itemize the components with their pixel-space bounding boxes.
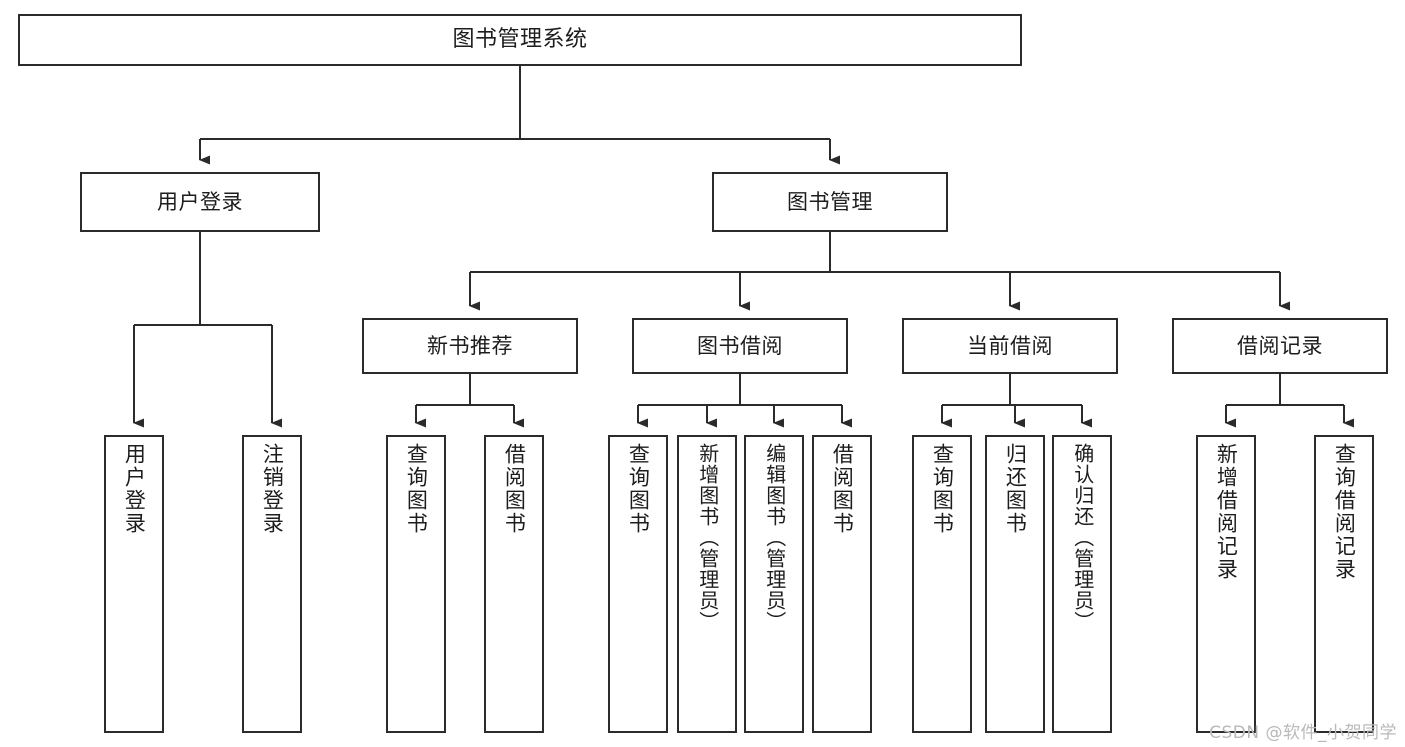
node-label: 借阅图书 [502, 443, 527, 535]
edge-userlogin-to-leaves [133, 232, 282, 428]
edge-root-to-level2 [199, 66, 840, 165]
edge-bookborrow-to-leaves [637, 374, 852, 428]
node-label: 当前借阅 [967, 333, 1053, 358]
node-label: 新增借阅记录 [1214, 443, 1239, 581]
csdn-watermark: CSDN @软件_小贺同学 [1209, 723, 1397, 743]
node-leaf-user-login[interactable]: 用户登录 [104, 435, 164, 733]
node-leaf-return-book[interactable]: 归还图书 [985, 435, 1045, 733]
node-label: 用户登录 [122, 443, 147, 535]
node-label: 图书借阅 [697, 333, 783, 358]
node-leaf-add-record[interactable]: 新增借阅记录 [1196, 435, 1256, 733]
node-borrow-record[interactable]: 借阅记录 [1172, 318, 1388, 374]
node-label: 借阅图书 [830, 443, 855, 535]
node-label: 图书管理系统 [452, 27, 588, 53]
node-book-borrow[interactable]: 图书借阅 [632, 318, 848, 374]
node-book-manage[interactable]: 图书管理 [712, 172, 948, 232]
node-label: 查询图书 [930, 443, 955, 535]
node-label: 归还图书 [1003, 443, 1028, 535]
node-leaf-confirm-return[interactable]: 确认归还（管理员） [1052, 435, 1112, 733]
node-leaf-user-logout[interactable]: 注销登录 [242, 435, 302, 733]
node-leaf-edit-book[interactable]: 编辑图书（管理员） [744, 435, 804, 733]
node-root[interactable]: 图书管理系统 [18, 14, 1022, 66]
edge-bookmanage-to-level3 [469, 232, 1290, 311]
node-new-book-rec[interactable]: 新书推荐 [362, 318, 578, 374]
node-label: 查询图书 [404, 443, 429, 535]
node-leaf-borrow-book-1[interactable]: 借阅图书 [484, 435, 544, 733]
node-label: 查询图书 [626, 443, 651, 535]
node-user-login[interactable]: 用户登录 [80, 172, 320, 232]
node-leaf-query-book-1[interactable]: 查询图书 [386, 435, 446, 733]
edge-newbook-to-leaves [415, 374, 524, 428]
node-label: 用户登录 [157, 189, 243, 214]
node-label: 编辑图书（管理员） [762, 443, 787, 632]
node-label: 确认归还（管理员） [1070, 443, 1095, 632]
node-leaf-query-record[interactable]: 查询借阅记录 [1314, 435, 1374, 733]
node-leaf-query-book-3[interactable]: 查询图书 [912, 435, 972, 733]
edge-borrowrecord-to-leaves [1225, 374, 1354, 428]
node-label: 图书管理 [787, 189, 873, 214]
edge-currentborrow-to-leaves [941, 374, 1092, 428]
node-current-borrow[interactable]: 当前借阅 [902, 318, 1118, 374]
node-leaf-add-book[interactable]: 新增图书（管理员） [677, 435, 737, 733]
node-label: 新书推荐 [427, 333, 513, 358]
node-label: 借阅记录 [1237, 333, 1323, 358]
node-label: 查询借阅记录 [1332, 443, 1357, 581]
node-leaf-borrow-book-2[interactable]: 借阅图书 [812, 435, 872, 733]
node-leaf-query-book-2[interactable]: 查询图书 [608, 435, 668, 733]
node-label: 新增图书（管理员） [695, 443, 720, 632]
node-label: 注销登录 [260, 443, 285, 535]
